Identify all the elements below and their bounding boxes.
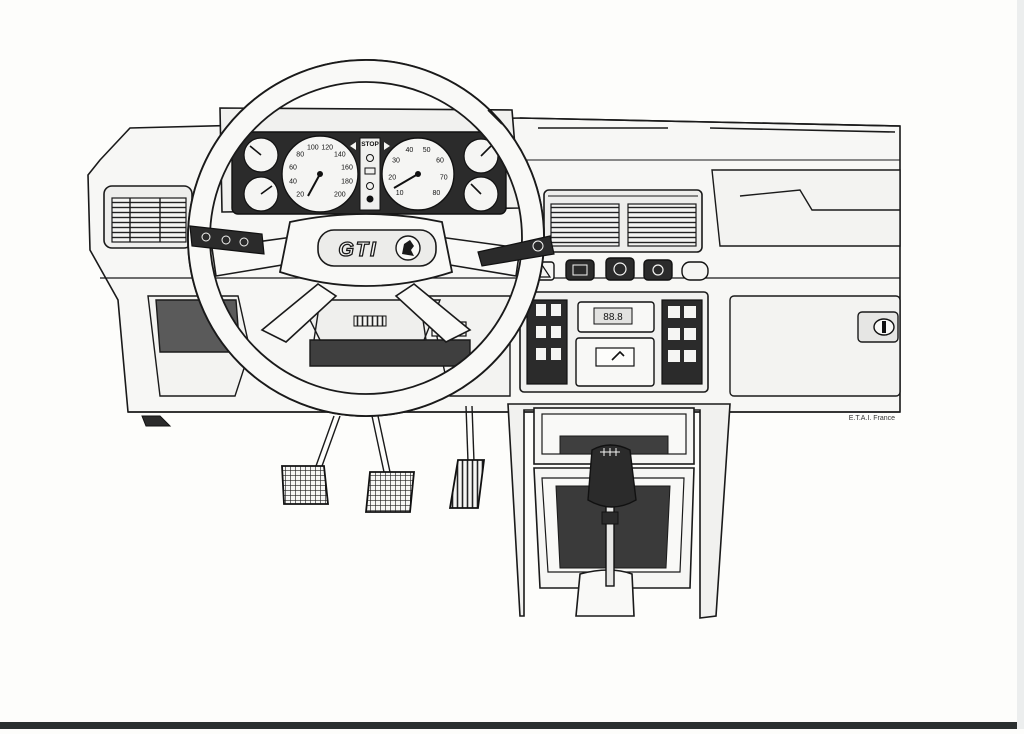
speedometer-tick-label: 140 bbox=[334, 152, 346, 159]
heater-slider-1[interactable] bbox=[536, 304, 546, 316]
indicator-icon bbox=[201, 232, 211, 242]
steering-wheel[interactable]: GTI bbox=[187, 59, 545, 417]
speedometer-tick-label: 160 bbox=[341, 164, 353, 171]
gear-lever[interactable] bbox=[587, 444, 637, 587]
heater-controls-left bbox=[526, 299, 568, 385]
bonnet-release-handle[interactable] bbox=[141, 415, 172, 427]
heater-slider-6[interactable] bbox=[551, 348, 561, 360]
fog-light-switch[interactable] bbox=[643, 259, 673, 281]
gear-knob[interactable] bbox=[587, 444, 637, 508]
light-switch[interactable] bbox=[605, 257, 635, 281]
radio-clock: 88.8 bbox=[577, 301, 655, 333]
battery-icon bbox=[364, 167, 376, 175]
tachometer-tick-label: 20 bbox=[388, 174, 396, 181]
wiper-icon bbox=[532, 240, 544, 252]
heater-slider-5[interactable] bbox=[536, 348, 546, 360]
bottom-border bbox=[0, 722, 1024, 729]
fan-button-3[interactable] bbox=[668, 328, 680, 340]
illustrator-credit: E.T.A.I. France bbox=[849, 415, 895, 422]
oil-pressure-icon bbox=[366, 154, 374, 162]
light-icon bbox=[613, 262, 627, 276]
dashboard-tray bbox=[711, 169, 901, 247]
speedometer-tick-label: 60 bbox=[289, 164, 297, 171]
blank-switch[interactable] bbox=[681, 261, 709, 281]
rear-demister-switch[interactable] bbox=[565, 259, 595, 281]
tachometer: 10 20 30 40 50 60 70 80 bbox=[381, 137, 455, 211]
fan-button-4[interactable] bbox=[684, 328, 696, 340]
heater-slider-4[interactable] bbox=[551, 326, 561, 338]
tachometer-tick-label: 30 bbox=[392, 158, 400, 165]
speedometer-tick-label: 20 bbox=[296, 191, 304, 198]
warning-light-panel: STOP bbox=[350, 137, 390, 211]
heater-slider-3[interactable] bbox=[536, 326, 546, 338]
fan-button-6[interactable] bbox=[684, 350, 696, 362]
right-border bbox=[1017, 0, 1024, 729]
tachometer-tick-label: 10 bbox=[396, 190, 404, 197]
centre-console: 88.8 bbox=[519, 291, 709, 393]
tachometer-tick-label: 80 bbox=[433, 190, 441, 197]
choke-icon bbox=[366, 195, 374, 203]
right-stalk-wipers[interactable] bbox=[477, 235, 555, 267]
left-stalk-lights[interactable] bbox=[189, 225, 265, 255]
left-indicator-arrow-icon bbox=[350, 142, 356, 150]
clutch-pedal[interactable] bbox=[281, 465, 329, 505]
tachometer-tick-label: 40 bbox=[406, 147, 414, 154]
lion-emblem-icon bbox=[402, 240, 414, 256]
rear-demister-icon bbox=[572, 264, 588, 276]
fog-light-icon bbox=[652, 264, 664, 276]
speedometer-tick-label: 100 bbox=[307, 145, 319, 152]
pedal-box bbox=[315, 405, 475, 473]
stop-warning-label: STOP bbox=[361, 141, 379, 148]
ashtray-handle-icon bbox=[611, 350, 625, 361]
fan-button-5[interactable] bbox=[668, 350, 680, 362]
headlamp-icon bbox=[221, 235, 231, 245]
gear-pattern-icon bbox=[600, 448, 620, 456]
tachometer-tick-label: 60 bbox=[436, 158, 444, 165]
radio-display: 88.8 bbox=[603, 312, 623, 323]
speedometer-tick-label: 120 bbox=[321, 145, 333, 152]
speedometer-tick-label: 80 bbox=[296, 152, 304, 159]
centre-air-vents bbox=[543, 189, 703, 253]
heater-slider-2[interactable] bbox=[551, 304, 561, 316]
speedometer-tick-label: 200 bbox=[334, 191, 346, 198]
tachometer-tick-label: 50 bbox=[423, 147, 431, 154]
glovebox[interactable] bbox=[729, 295, 901, 397]
fan-button-2[interactable] bbox=[684, 306, 696, 318]
speedometer-tick-label: 180 bbox=[341, 179, 353, 186]
brake-warning-icon bbox=[366, 182, 374, 190]
tachometer-tick-label: 70 bbox=[440, 174, 448, 181]
sidelight-icon bbox=[239, 237, 249, 247]
accelerator-pedal[interactable] bbox=[448, 459, 486, 509]
speedometer-tick-label: 40 bbox=[289, 179, 297, 186]
horn-pad[interactable]: GTI bbox=[278, 213, 454, 287]
gti-badge: GTI bbox=[338, 239, 377, 261]
heater-controls-right bbox=[661, 299, 703, 385]
right-indicator-arrow-icon bbox=[384, 142, 390, 150]
fan-button-1[interactable] bbox=[668, 306, 680, 318]
ashtray[interactable] bbox=[575, 337, 655, 387]
brake-pedal[interactable] bbox=[365, 471, 415, 513]
